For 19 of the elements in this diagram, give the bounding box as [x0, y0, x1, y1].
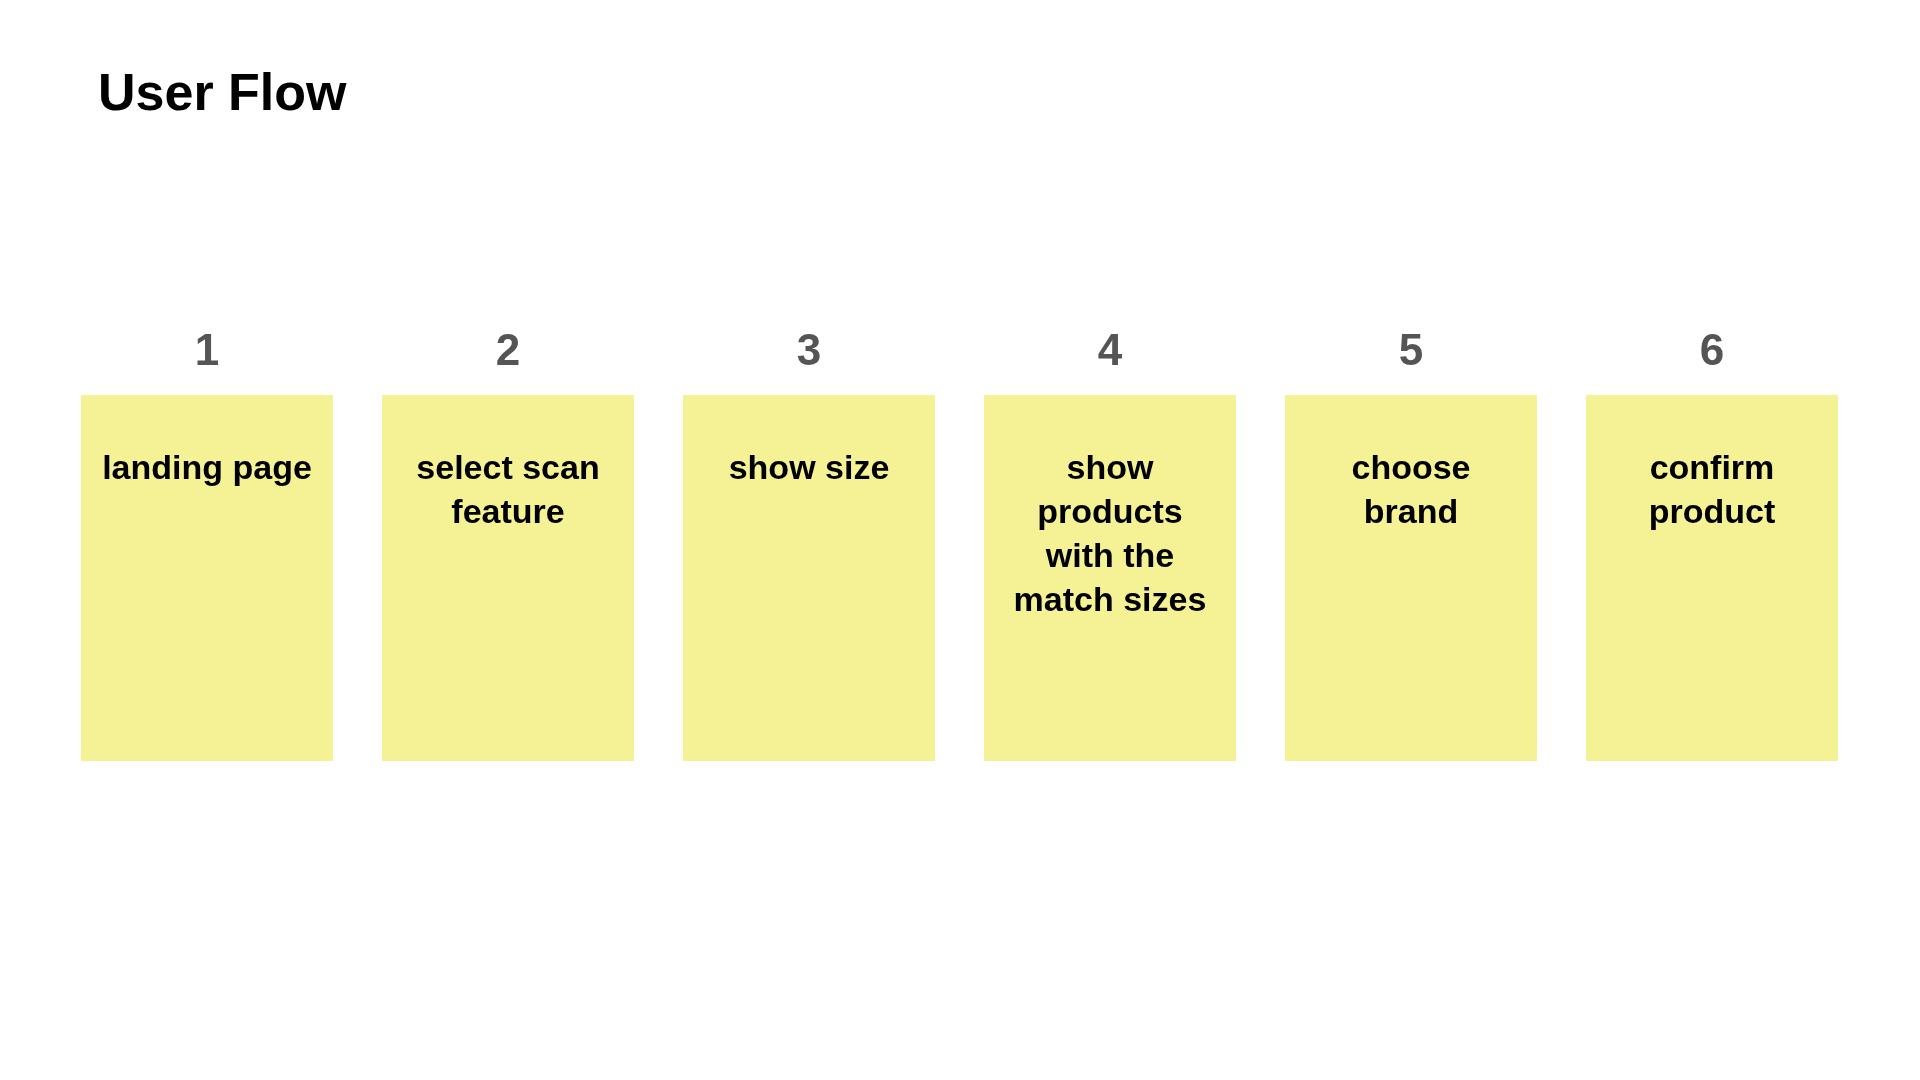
sticky-note — [1285, 395, 1537, 761]
step-number: 3 — [796, 325, 822, 375]
sticky-note — [81, 395, 333, 761]
note-text: show size — [728, 447, 890, 488]
title: User Flow — [98, 62, 347, 122]
sticky-note — [382, 395, 634, 761]
step-number: 4 — [1097, 325, 1123, 375]
note-text: show products with the match sizes — [1012, 447, 1208, 620]
step-number: 6 — [1699, 325, 1725, 375]
sticky-note — [1586, 395, 1838, 761]
step-number: 2 — [495, 325, 521, 375]
note-text: confirm product — [1647, 447, 1777, 532]
sticky-note — [683, 395, 935, 761]
step-number: 5 — [1398, 325, 1424, 375]
note-text: choose brand — [1350, 447, 1472, 532]
step-number: 1 — [194, 325, 220, 375]
sticky-note — [984, 395, 1236, 761]
note-text: landing page — [102, 447, 312, 488]
note-text: select scan feature — [415, 447, 601, 532]
